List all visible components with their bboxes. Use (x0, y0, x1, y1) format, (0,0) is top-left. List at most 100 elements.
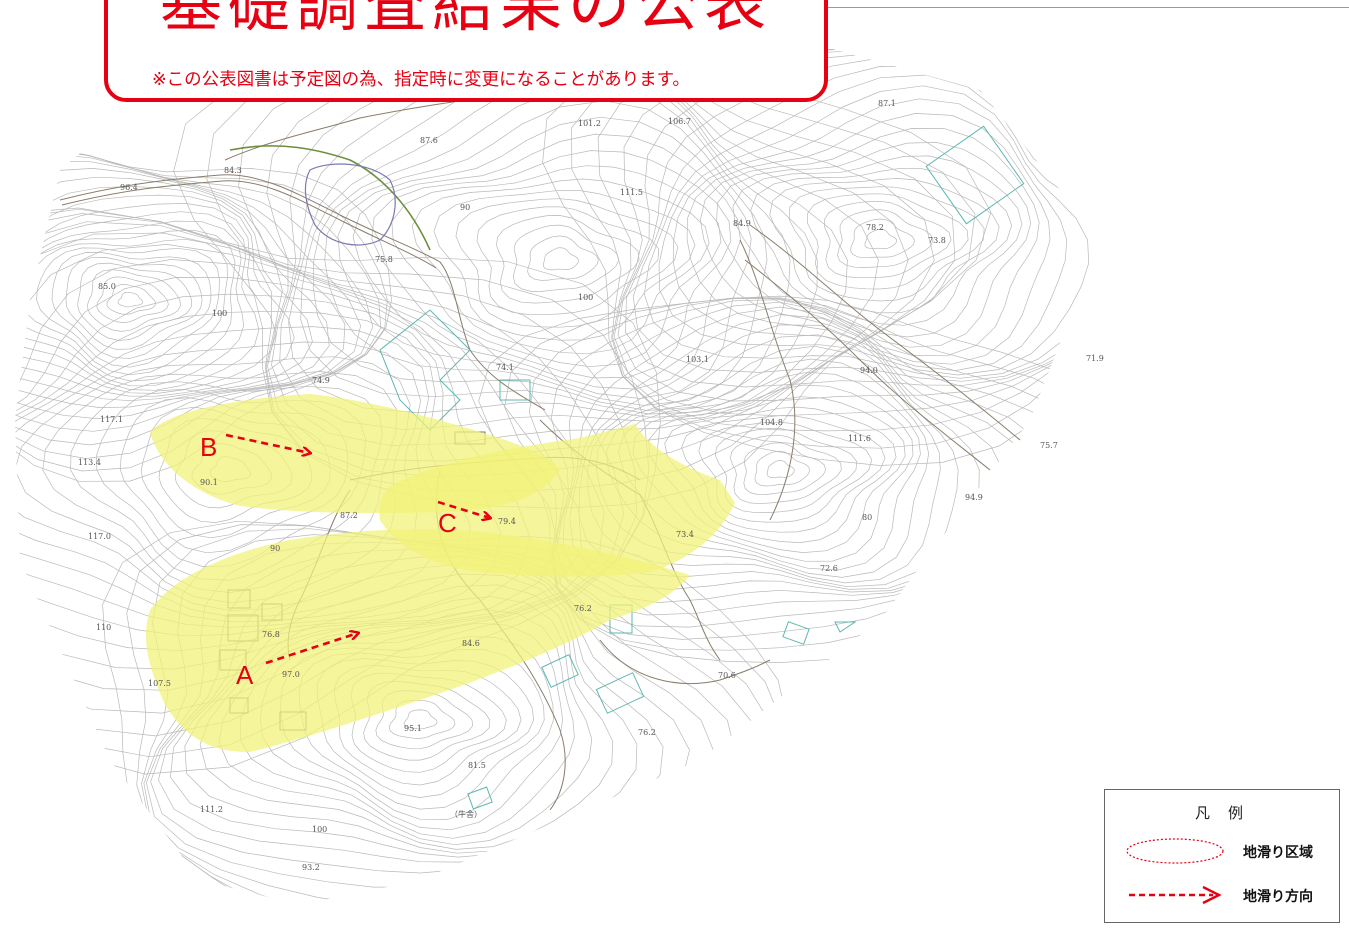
contour-line (337, 116, 752, 399)
spot-elevation-label: 104.8 (760, 418, 783, 427)
contour-line (15, 194, 295, 397)
spot-elevation-label: 76.8 (262, 630, 280, 639)
contour-line (433, 189, 696, 341)
spot-elevation-label: 79.4 (498, 517, 516, 526)
contour-line (15, 168, 346, 419)
stream (229, 145, 431, 251)
contour-line (15, 220, 245, 387)
contour-line (15, 186, 313, 402)
contour-line (750, 167, 1013, 326)
contour-line (15, 229, 236, 382)
spot-elevation-label: 93.2 (302, 863, 320, 872)
spot-elevation-label: 90 (270, 544, 280, 553)
arrow-b (225, 433, 310, 453)
spot-elevation-label: 100 (578, 293, 593, 302)
zone-label-a: A (236, 660, 254, 690)
map-legend: 凡例 地滑り区域 地滑り方向 (1104, 789, 1340, 923)
spot-elevation-label: 78.2 (866, 223, 884, 232)
spot-elevation-label: 75.8 (375, 255, 393, 264)
spot-elevation-label: 90.1 (200, 478, 218, 487)
contour-line (714, 428, 858, 514)
contour-line (698, 421, 873, 523)
contour-line (266, 41, 935, 462)
spot-elevation-label: 87.2 (340, 511, 358, 520)
spot-elevation-label: 107.5 (148, 679, 171, 688)
title-note: ※この公表図書は予定図の為、指定時に変更になることがあります。 (152, 70, 690, 90)
contour-line (375, 690, 473, 750)
spot-elevation-label: 74.1 (496, 363, 514, 372)
contour-line (864, 228, 898, 249)
spot-elevation-label: 100 (212, 309, 227, 318)
contour-line (324, 100, 768, 406)
contour-line (77, 262, 192, 341)
landslide-zones (145, 394, 735, 752)
spot-elevation-label: 110 (96, 623, 111, 632)
spot-elevation-label: 117.1 (100, 415, 123, 424)
spot-elevation-label: 113.4 (78, 458, 101, 467)
legend-label-landslide-direction: 地滑り方向 (1243, 889, 1313, 905)
contour-line (411, 178, 710, 355)
contour-line (15, 211, 260, 391)
page-title: 基礎調査結果の公表 (159, 0, 772, 40)
contour-line (106, 284, 156, 315)
contour-line (769, 178, 1000, 314)
top-rule (828, 7, 1349, 8)
spot-elevation-label: 97.0 (282, 670, 300, 679)
contour-line (617, 52, 1100, 402)
dashed-arrow-icon (1129, 885, 1222, 905)
contour-line (15, 153, 374, 446)
contour-line (51, 252, 212, 359)
contour-line (15, 176, 330, 408)
spot-elevation-label: 70.6 (718, 671, 736, 680)
spot-elevation-label: 72.6 (820, 564, 838, 573)
contour-line (476, 206, 660, 316)
contour-line (672, 98, 1068, 371)
spot-elevation-label: 100 (312, 825, 327, 834)
contour-line (87, 269, 181, 332)
contour-line (543, 247, 579, 271)
contour-line (658, 85, 1090, 376)
contour-line (352, 133, 741, 390)
spot-elevation-label: 81.5 (468, 761, 486, 770)
spot-elevation-label: 90 (460, 203, 470, 212)
arrow-a (265, 633, 358, 665)
spot-elevation-label: 76.2 (638, 728, 656, 737)
contour-line (807, 193, 969, 290)
spot-elevation-label: 73.4 (676, 530, 694, 539)
spot-elevation-label: 111.2 (200, 805, 223, 814)
contour-line (300, 73, 818, 415)
spot-elevation-label: 73.8 (928, 236, 946, 245)
spot-elevation-label: 103.1 (686, 355, 709, 364)
spot-elevation-label: 117.0 (88, 532, 111, 541)
contour-line (754, 450, 811, 487)
spot-elevation-label: （牛舎） (450, 809, 482, 819)
zone-label-c: C (438, 508, 457, 538)
legend-row-landslide-direction: 地滑り方向 (1105, 880, 1339, 910)
contour-line (288, 60, 848, 418)
dotted-ellipse-icon (1126, 838, 1224, 864)
contour-line (716, 142, 1032, 348)
contour-line (279, 50, 879, 430)
spot-elevation-label: 71.9 (1086, 354, 1104, 363)
contour-line (837, 209, 934, 268)
contour-line (15, 160, 362, 432)
zone-labels: A B C (200, 432, 457, 690)
contour-line (686, 113, 1051, 365)
spot-elevation-label: 84.3 (224, 166, 242, 175)
legend-title: 凡例 (1194, 804, 1261, 822)
contour-line (732, 155, 1023, 338)
contour-line (371, 150, 732, 379)
contour-line (388, 699, 456, 739)
spot-elevation-label: 95.1 (404, 724, 422, 733)
contour-line (823, 200, 952, 279)
spot-elevation-label: 80 (862, 513, 872, 522)
contour-line (512, 224, 620, 292)
contour-line (391, 165, 722, 368)
contour-line (455, 198, 679, 328)
contour-line (117, 291, 143, 308)
contour-line (36, 247, 220, 368)
contour-line (625, 57, 1100, 388)
spot-elevation-label: 94.9 (965, 493, 983, 502)
contour-line (527, 235, 599, 281)
